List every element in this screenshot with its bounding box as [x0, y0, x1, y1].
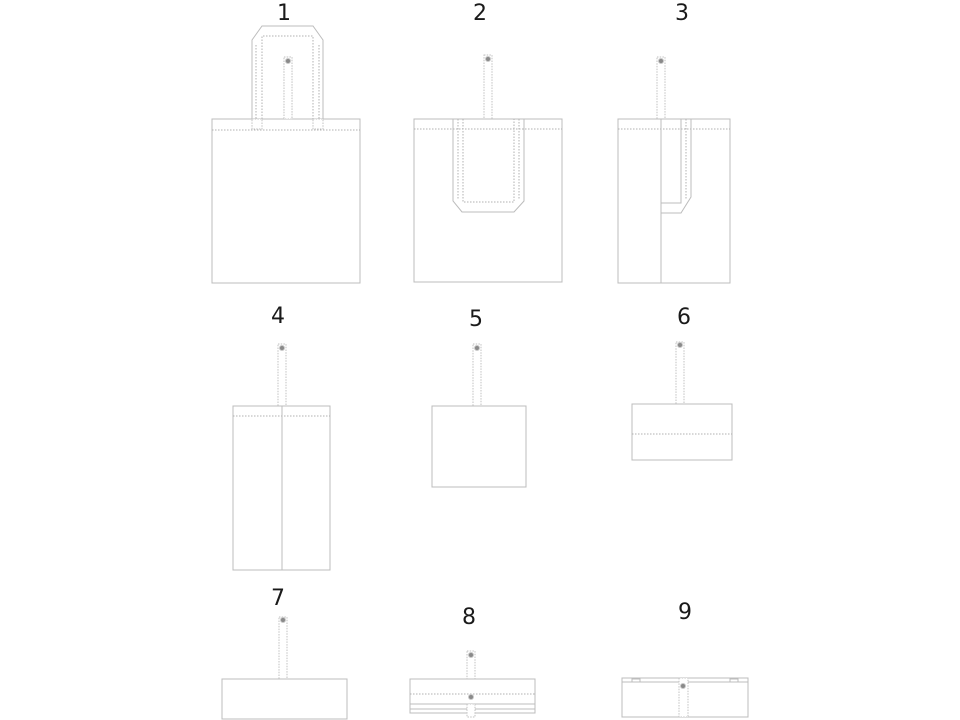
step-1-handle-inner: [261, 35, 314, 119]
step-1-strap-overlay: [283, 56, 293, 120]
step-6-strap: [675, 341, 685, 405]
step-8-bag: 8: [409, 605, 536, 718]
step-8-label: 8: [462, 605, 476, 630]
step-1-handle-attach-left: [251, 118, 263, 130]
step-3-bag: 3: [617, 1, 731, 284]
step-2-bag: 2: [413, 1, 563, 283]
step-5-strap: [472, 343, 482, 407]
step-3-label: 3: [675, 1, 689, 26]
step-8-snap-bottom: [468, 694, 474, 700]
step-4-strap: [277, 343, 287, 407]
step-3-strap: [656, 56, 666, 120]
step-2-body: [413, 118, 563, 283]
step-1-snap-overlay: [285, 58, 291, 64]
step-3-handle-outer: [660, 119, 692, 214]
step-2-label: 2: [473, 1, 487, 26]
step-4-snap-button: [279, 345, 285, 351]
step-9-snap-button: [680, 683, 686, 689]
step-6-body: [631, 403, 733, 461]
step-9-strap: [678, 677, 689, 718]
step-9-tab-left: [631, 678, 641, 683]
step-1-handle-attach-right: [312, 118, 324, 130]
step-7-label: 7: [271, 586, 285, 611]
step-8-snap-top: [468, 652, 474, 658]
step-2-strap: [483, 54, 493, 120]
step-3-snap-button: [658, 58, 664, 64]
step-5-bag: 5: [431, 307, 527, 488]
step-1-body: [211, 118, 361, 284]
step-2-handle-inner: [462, 119, 515, 203]
step-6-bag: 6: [631, 305, 733, 461]
step-7-snap-button: [280, 617, 286, 623]
step-5-body: [431, 405, 527, 488]
step-1-bag: 1: [211, 1, 361, 284]
step-7-bag: 7: [221, 586, 348, 720]
step-4-bag: 4: [232, 304, 331, 571]
step-3-body: [617, 118, 731, 284]
step-6-snap-button: [677, 342, 683, 348]
step-2-snap-button: [485, 56, 491, 62]
step-4-label: 4: [271, 304, 285, 329]
step-1-label: 1: [277, 1, 291, 26]
step-8-strap-top: [466, 650, 476, 680]
step-8-strap-bottom: [466, 703, 476, 718]
step-9-tab-right: [729, 678, 739, 683]
step-6-label: 6: [677, 305, 691, 330]
step-2-handle-outer: [452, 119, 525, 213]
step-5-snap-button: [474, 345, 480, 351]
step-7-body: [221, 678, 348, 720]
step-9-label: 9: [678, 600, 692, 625]
step-7-strap: [278, 616, 288, 680]
step-1-handle-outer: [251, 25, 324, 119]
step-9-bag: 9: [621, 600, 749, 718]
step-5-label: 5: [469, 307, 483, 332]
